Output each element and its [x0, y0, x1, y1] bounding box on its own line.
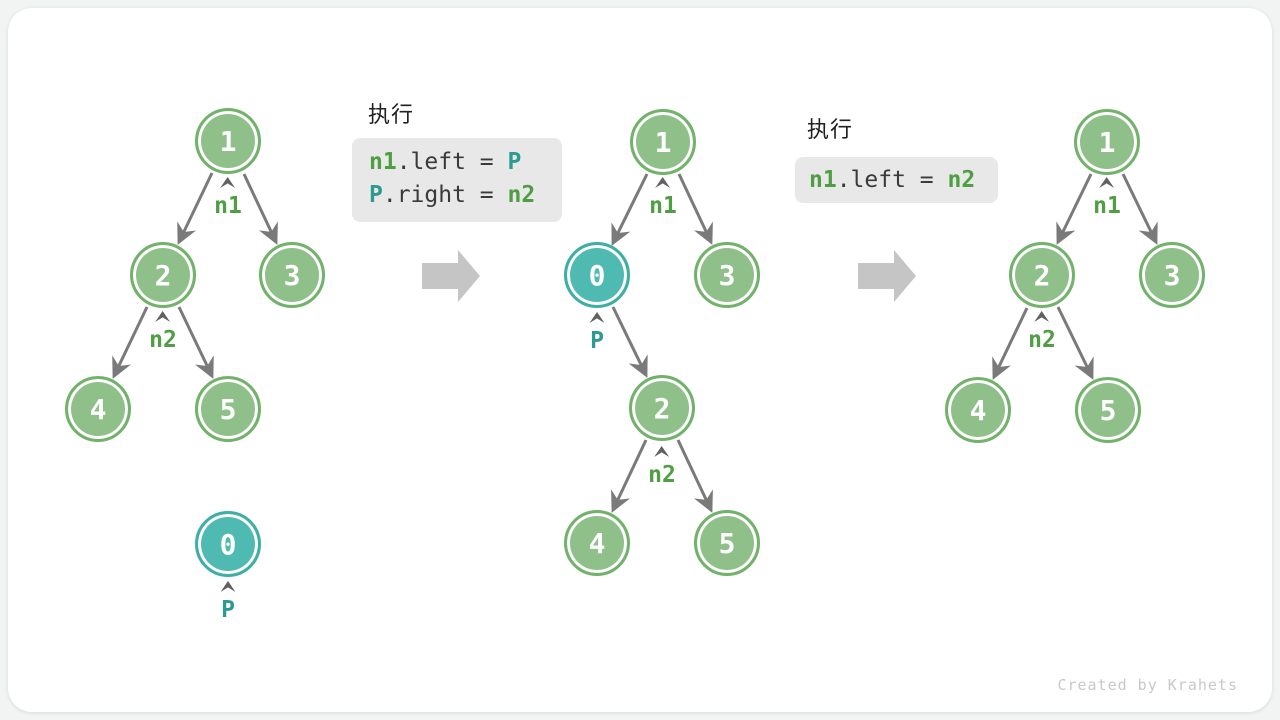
pointer-caret-icon	[1099, 177, 1115, 188]
step1-code-block: n1.left = P P.right = n2	[352, 138, 562, 222]
watermark: Created by Krahets	[1057, 676, 1238, 694]
node-value: 3	[718, 258, 736, 292]
tree2-node-2: 2	[629, 375, 695, 441]
pointer-caret-icon	[155, 311, 171, 322]
node-value: 3	[283, 258, 301, 292]
tree2-node-4: 4	[564, 510, 630, 576]
pointer-label: n2	[149, 327, 177, 353]
code-token: n2	[947, 167, 976, 193]
code-token: n1	[809, 167, 837, 193]
node-value: 2	[653, 391, 671, 425]
step1-heading: 执行	[368, 102, 415, 127]
code-token: n1	[369, 149, 397, 175]
step2-heading: 执行	[807, 117, 854, 142]
node-value: 0	[219, 527, 237, 561]
pointer-P: P	[589, 312, 605, 354]
node-value: 1	[1098, 125, 1116, 159]
node-value: 5	[718, 526, 736, 560]
code-token: .right =	[382, 182, 508, 208]
tree2-node-1: 1	[630, 109, 696, 175]
tree3-node-1: 1	[1074, 109, 1140, 175]
node-value: 5	[1099, 393, 1117, 427]
pointer-label: n2	[648, 462, 676, 488]
tree3-node-2: 2	[1009, 242, 1075, 308]
pointer-n2: n2	[648, 446, 676, 487]
tree1-node-3: 3	[259, 242, 325, 308]
pointer-label: n2	[1028, 327, 1056, 353]
code-line: n1.left = n2	[809, 157, 998, 203]
tree3-node-4: 4	[945, 377, 1011, 443]
pointer-n1: n1	[214, 177, 242, 218]
pointer-label: n1	[214, 193, 242, 219]
step2-code-block: n1.left = n2	[795, 157, 998, 203]
node-value: 2	[1033, 258, 1051, 292]
node-value: 3	[1163, 258, 1181, 292]
pointer-caret-icon	[654, 446, 670, 457]
pointer-label: P	[221, 597, 235, 623]
tree1-node-5: 5	[195, 376, 261, 442]
code-token: .left =	[396, 149, 508, 175]
tree1-node-4: 4	[65, 376, 131, 442]
pointer-caret-icon	[220, 177, 236, 188]
node-value: 4	[89, 392, 107, 426]
pointer-n2: n2	[1028, 311, 1056, 352]
tree3-node-5: 5	[1075, 377, 1141, 443]
node-value: 4	[969, 393, 987, 427]
code-token: .left =	[836, 167, 948, 193]
node-value: 1	[219, 124, 237, 158]
node-value: 1	[654, 125, 672, 159]
pointer-n1: n1	[1093, 177, 1121, 218]
node-value: 2	[154, 258, 172, 292]
node-value: 4	[588, 526, 606, 560]
diagram-canvas	[8, 8, 1272, 712]
code-token: P	[507, 149, 522, 175]
pointer-caret-icon	[1034, 311, 1050, 322]
tree1-node-1: 1	[195, 108, 261, 174]
pointer-caret-icon	[655, 177, 671, 188]
node-value: 0	[588, 258, 606, 292]
node-value: 5	[219, 392, 237, 426]
tree1-node-0-P: 0	[195, 511, 261, 577]
code-line: P.right = n2	[369, 179, 562, 212]
pointer-label: n1	[649, 193, 677, 219]
tree2-node-3: 3	[694, 242, 760, 308]
pointer-label: n1	[1093, 193, 1121, 219]
tree2-node-5: 5	[694, 510, 760, 576]
pointer-n1: n1	[649, 177, 677, 218]
pointer-caret-icon	[589, 312, 605, 323]
tree2-node-0-P: 0	[564, 242, 630, 308]
pointer-label: P	[590, 328, 604, 354]
tree1-node-2: 2	[130, 242, 196, 308]
tree3-node-3: 3	[1139, 242, 1205, 308]
pointer-n2: n2	[149, 311, 177, 352]
pointer-caret-icon	[220, 581, 236, 592]
pointer-P: P	[220, 581, 236, 623]
code-token: P	[369, 182, 383, 208]
code-line: n1.left = P	[369, 146, 562, 179]
code-token: n2	[507, 182, 536, 208]
